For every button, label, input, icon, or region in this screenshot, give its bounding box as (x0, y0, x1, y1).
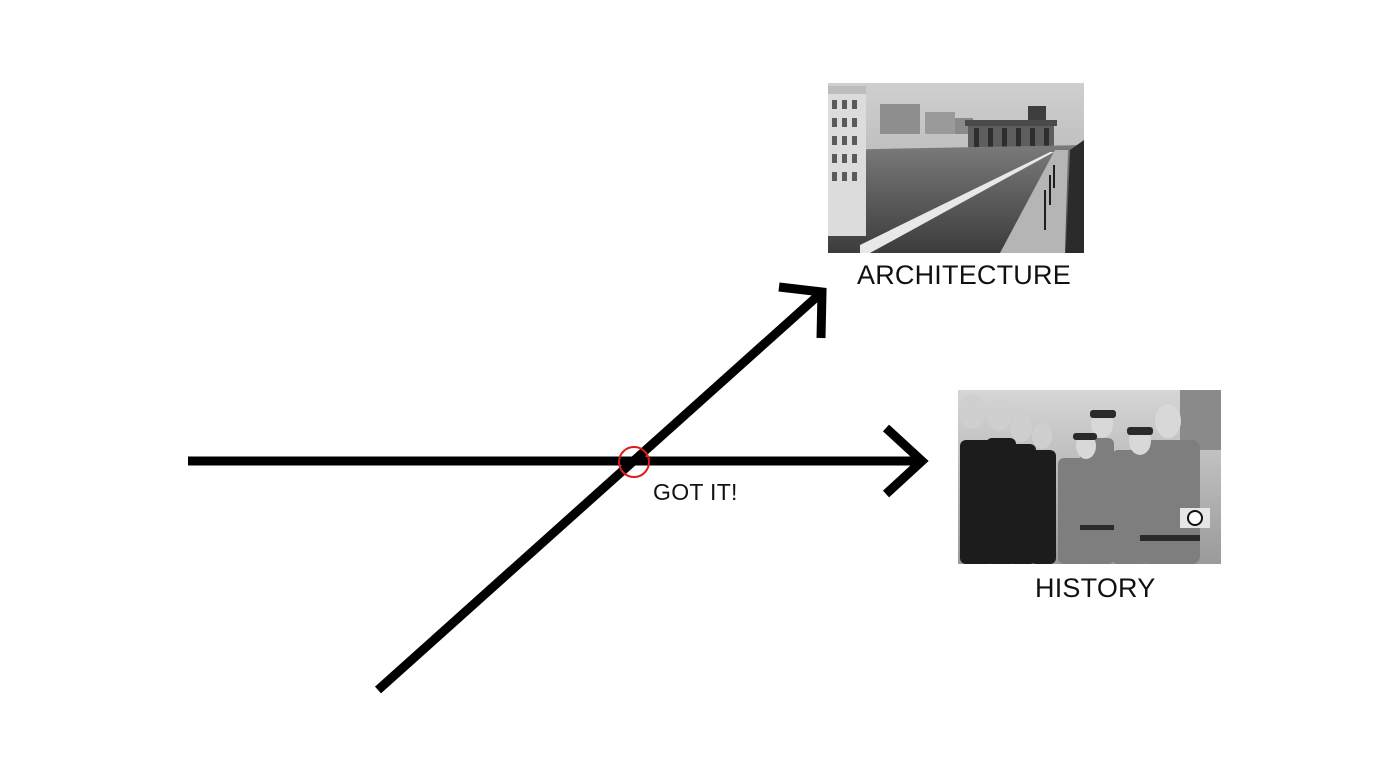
intersection-label: GOT IT! (653, 479, 738, 505)
history-photo (958, 390, 1221, 564)
architecture-photo (828, 83, 1084, 253)
horizontal-arrow (188, 424, 929, 498)
history-label: HISTORY (1035, 573, 1156, 603)
architecture-label: ARCHITECTURE (857, 260, 1071, 290)
diagonal-arrow (374, 282, 827, 694)
intersection-marker (618, 446, 650, 478)
